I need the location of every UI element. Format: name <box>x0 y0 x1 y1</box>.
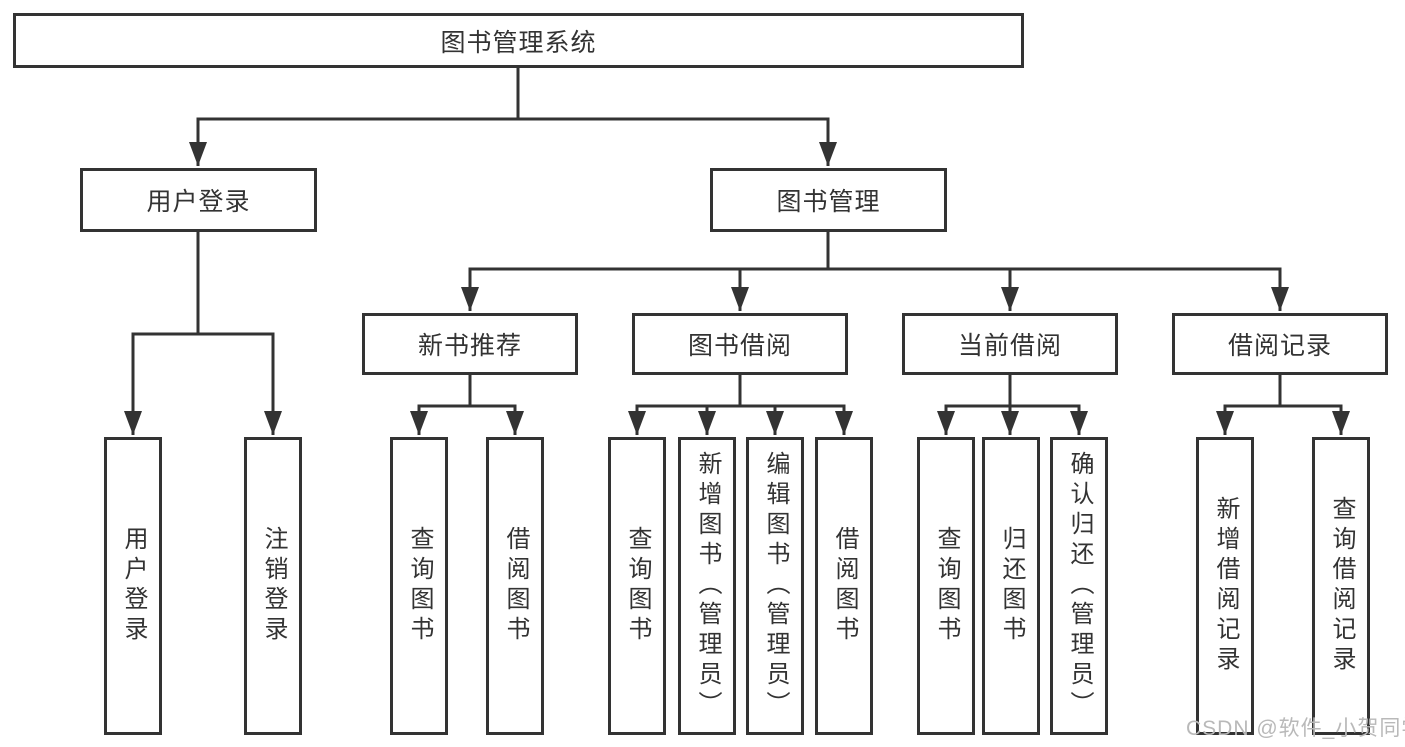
leaf-label: 用户登录 <box>120 526 147 646</box>
leaf-label: 编辑图书（管理员） <box>762 451 789 721</box>
node-label: 当前借阅 <box>957 332 1062 360</box>
leaf-label: 新增图书（管理员） <box>694 451 721 721</box>
node-borrowing-records: 借阅记录 <box>1172 313 1388 375</box>
node-label: 用户登录 <box>146 188 251 216</box>
leaf-current-confirm-return-admin: 确认归还（管理员） <box>1050 437 1108 735</box>
leaf-user-login: 用户登录 <box>104 437 162 735</box>
node-label: 图书管理 <box>776 188 881 216</box>
node-book-borrowing: 图书借阅 <box>632 313 848 375</box>
leaf-newbooks-borrow-books: 借阅图书 <box>486 437 544 735</box>
node-label: 图书管理系统 <box>440 28 597 57</box>
leaf-label: 注销登录 <box>260 526 287 646</box>
leaf-label: 查询图书 <box>406 526 433 646</box>
leaf-logout: 注销登录 <box>244 437 302 735</box>
leaf-label: 新增借阅记录 <box>1212 496 1239 676</box>
leaf-borrowing-query-books: 查询图书 <box>608 437 666 735</box>
leaf-newbooks-query-books: 查询图书 <box>390 437 448 735</box>
leaf-borrowing-edit-books-admin: 编辑图书（管理员） <box>746 437 804 735</box>
node-new-book-recommend: 新书推荐 <box>362 313 578 375</box>
leaf-records-query-record: 查询借阅记录 <box>1312 437 1370 735</box>
leaf-current-query-books: 查询图书 <box>917 437 975 735</box>
node-user-login: 用户登录 <box>80 168 317 232</box>
leaf-label: 确认归还（管理员） <box>1066 451 1093 721</box>
csdn-watermark: CSDN @软件_小贺同学 <box>1186 717 1405 740</box>
leaf-label: 归还图书 <box>998 526 1025 646</box>
leaf-borrowing-add-books-admin: 新增图书（管理员） <box>678 437 736 735</box>
node-label: 借阅记录 <box>1227 332 1332 360</box>
leaf-records-add-record: 新增借阅记录 <box>1196 437 1254 735</box>
node-system-root: 图书管理系统 <box>13 13 1024 68</box>
node-current-borrowing: 当前借阅 <box>902 313 1118 375</box>
leaf-label: 查询借阅记录 <box>1328 496 1355 676</box>
leaf-borrowing-borrow-books: 借阅图书 <box>815 437 873 735</box>
leaf-current-return-books: 归还图书 <box>982 437 1040 735</box>
leaf-label: 借阅图书 <box>502 526 529 646</box>
leaf-label: 查询图书 <box>624 526 651 646</box>
node-label: 图书借阅 <box>687 332 792 360</box>
leaf-label: 查询图书 <box>933 526 960 646</box>
node-label: 新书推荐 <box>417 332 522 360</box>
leaf-label: 借阅图书 <box>831 526 858 646</box>
node-book-management: 图书管理 <box>710 168 947 232</box>
